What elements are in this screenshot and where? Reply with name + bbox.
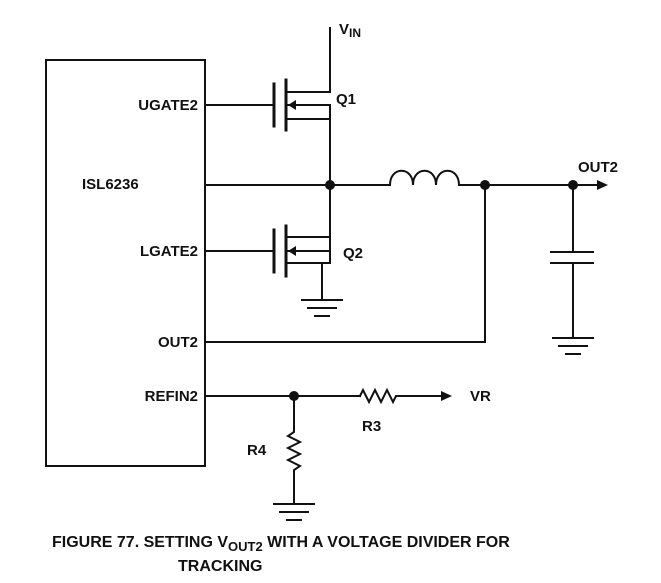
pin-refin2-label: REFIN2: [145, 388, 198, 405]
r4-resistor: [285, 395, 303, 505]
output-net-label: OUT2: [578, 159, 618, 176]
pin-lgate2-label: LGATE2: [140, 243, 198, 260]
r4-ground-icon: [273, 503, 315, 521]
r3-label: R3: [362, 418, 381, 435]
output-inductor: [388, 169, 461, 187]
vin-wire: [285, 27, 331, 93]
q1-label: Q1: [336, 91, 356, 108]
r3-resistor: [358, 387, 445, 405]
switch-node-junction: [325, 180, 335, 190]
caption-line2: TRACKING: [178, 558, 263, 575]
q2-label: Q2: [343, 245, 363, 262]
caption-subscript: OUT2: [228, 539, 263, 554]
q2-ground-icon: [301, 299, 343, 317]
cap-ground-icon: [552, 337, 594, 355]
vin-label: VIN: [339, 21, 361, 40]
out2-feedback-wire: [204, 184, 486, 343]
out2-arrow-icon: [597, 180, 608, 190]
output-capacitor: [550, 184, 594, 339]
r4-label: R4: [247, 442, 267, 459]
ic-body: [45, 59, 206, 467]
figure-caption: FIGURE 77. SETTING VOUT2 WITH A VOLTAGE …: [52, 533, 652, 577]
caption-prefix: FIGURE 77. SETTING V: [52, 534, 229, 551]
caption-suffix: WITH A VOLTAGE DIVIDER FOR: [262, 534, 510, 551]
vr-label: VR: [470, 388, 491, 405]
pin-out2-label: OUT2: [158, 334, 198, 351]
q2-mosfet: [204, 224, 331, 301]
vr-arrow-icon: [441, 391, 452, 401]
ic-name-label: ISL6236: [82, 176, 139, 193]
pin-ugate2-label: UGATE2: [138, 97, 198, 114]
q1-mosfet: [204, 78, 331, 132]
